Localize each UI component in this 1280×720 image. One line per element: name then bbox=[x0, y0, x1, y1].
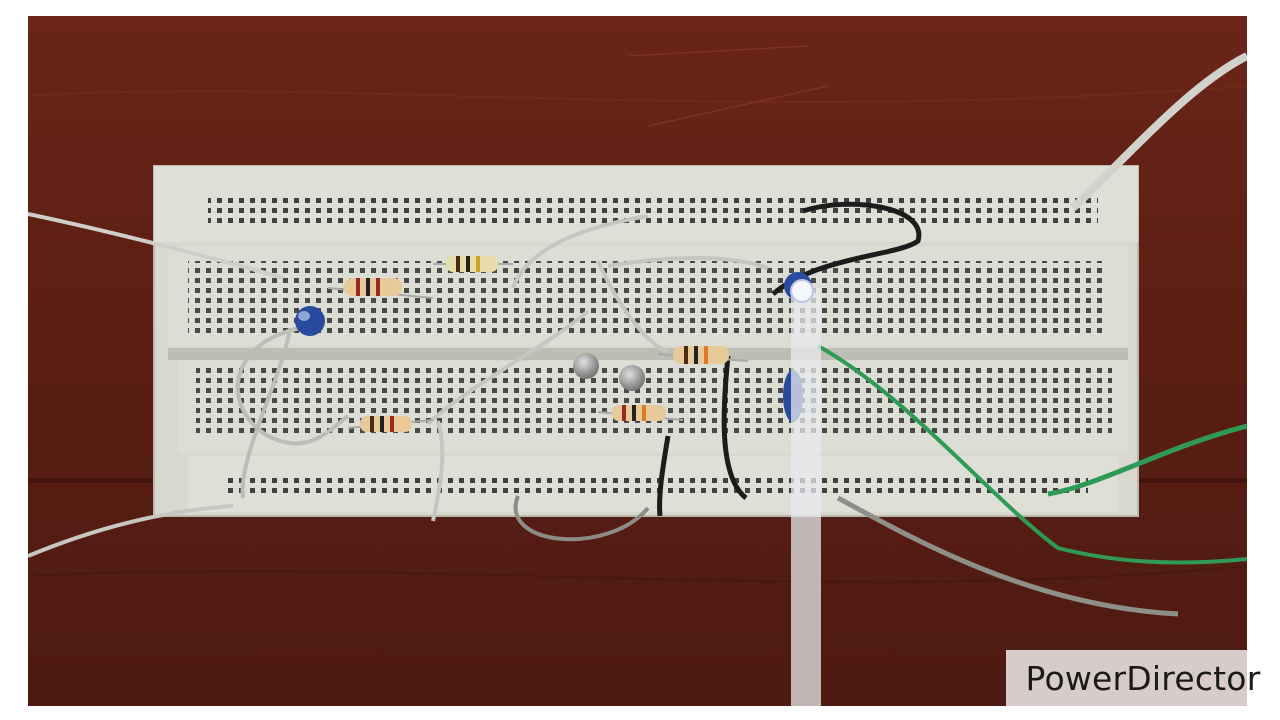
bottom-rail-holes bbox=[228, 474, 1088, 496]
black-wire bbox=[771, 201, 922, 296]
white-wire bbox=[28, 504, 234, 558]
jumper-wire bbox=[607, 256, 769, 270]
green-wire bbox=[1047, 423, 1247, 497]
wood-grain bbox=[28, 85, 1247, 104]
center-channel bbox=[168, 348, 1128, 360]
resistor bbox=[597, 405, 684, 421]
video-editor-watermark: PowerDirector bbox=[1006, 650, 1280, 706]
resistor bbox=[327, 278, 434, 299]
transistor bbox=[573, 353, 599, 379]
top-rail-holes bbox=[208, 196, 1098, 226]
jumper-wire bbox=[596, 260, 669, 353]
led bbox=[790, 279, 814, 303]
wood-grain bbox=[627, 45, 829, 127]
black-wire bbox=[721, 355, 748, 500]
transistor bbox=[619, 365, 645, 391]
white-wire bbox=[28, 212, 284, 280]
white-wire bbox=[1070, 52, 1247, 211]
green-wire bbox=[817, 344, 1247, 565]
resistor bbox=[347, 416, 434, 432]
clear-light-pipe bbox=[791, 288, 821, 706]
jumper-wire bbox=[426, 309, 590, 426]
jumper-wire bbox=[431, 420, 445, 522]
resistor bbox=[657, 346, 749, 364]
jumper-wire bbox=[513, 495, 650, 542]
jumper-wire bbox=[240, 327, 292, 499]
upper-strip-holes bbox=[188, 261, 1108, 333]
breadboard-photo bbox=[28, 16, 1247, 706]
breadboard-scene bbox=[28, 16, 1247, 706]
lower-strip-holes bbox=[196, 366, 1112, 438]
gray-wire bbox=[836, 495, 1179, 617]
breadboard bbox=[153, 165, 1139, 517]
jumper-wire bbox=[511, 214, 649, 289]
watermark-text: PowerDirector bbox=[1025, 658, 1261, 698]
resistor bbox=[433, 256, 513, 272]
black-wire bbox=[657, 435, 671, 517]
wood-grain bbox=[28, 565, 1247, 584]
electrolytic-capacitor bbox=[295, 306, 325, 336]
